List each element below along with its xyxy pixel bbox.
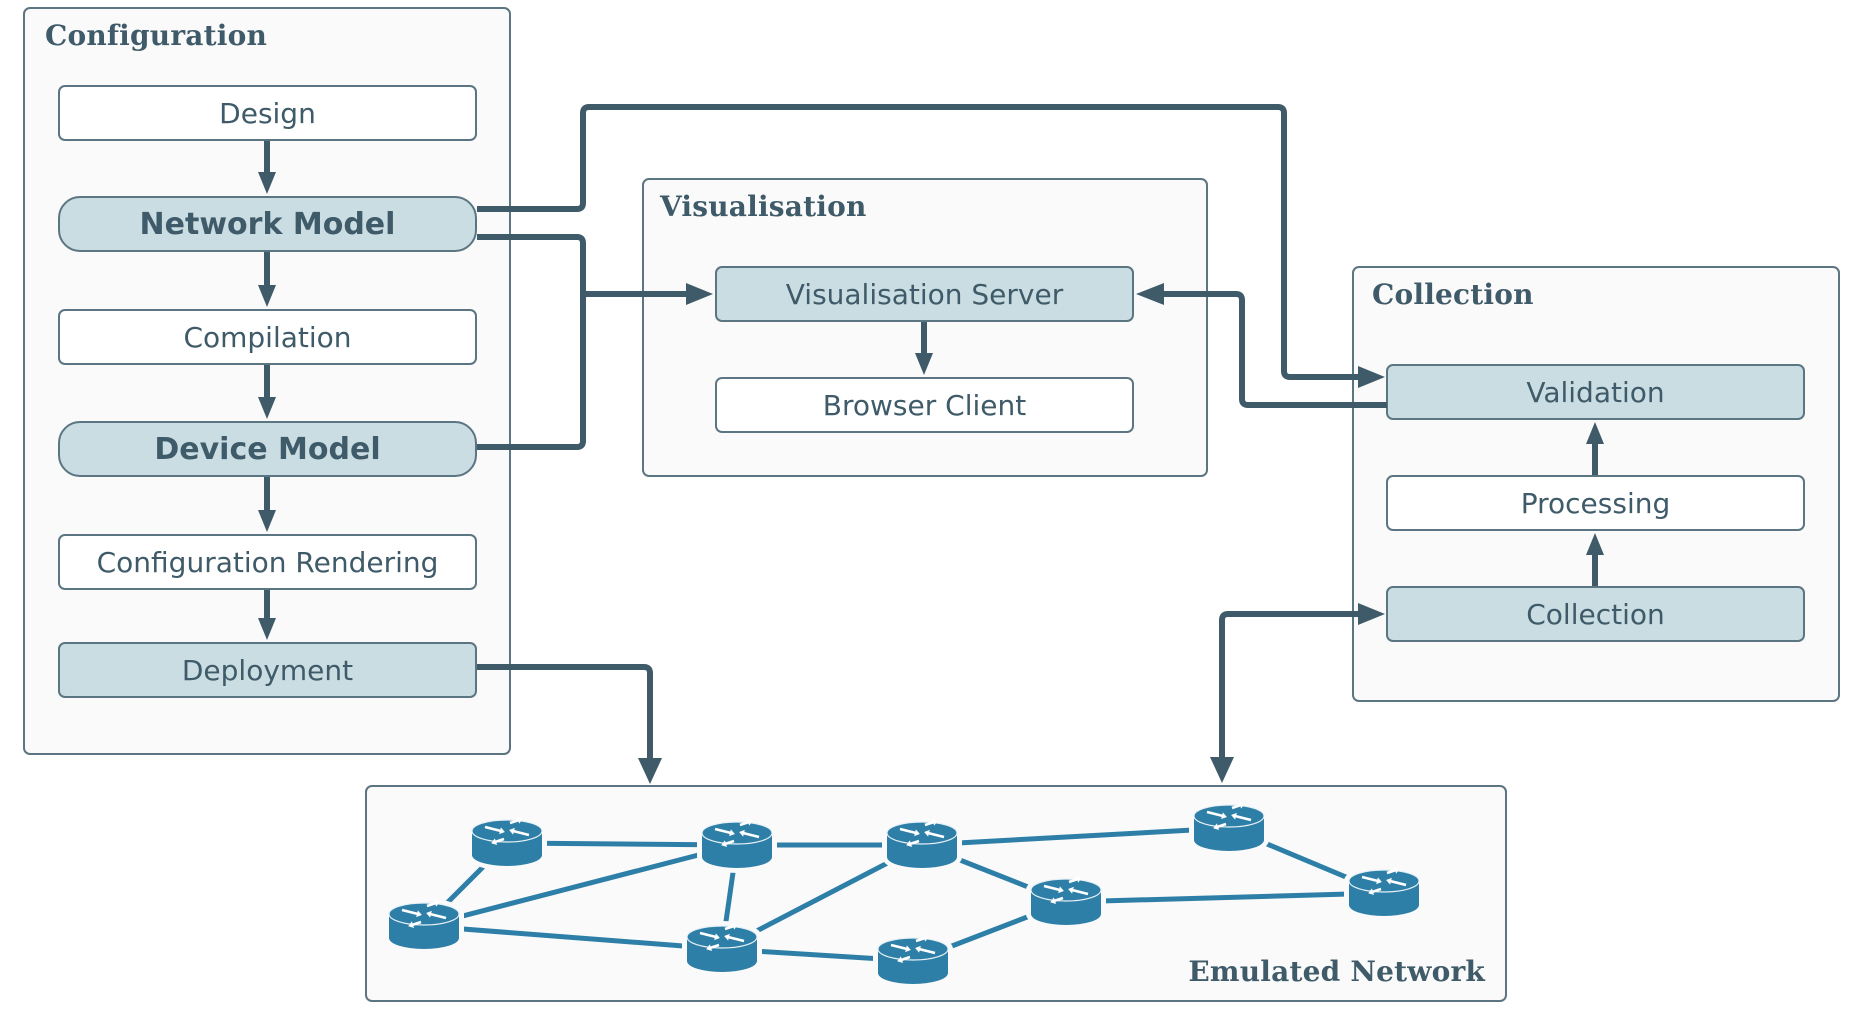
connector-network-collection (1219, 611, 1362, 760)
collection-node[interactable]: Collection (1386, 586, 1805, 642)
visualisation-title: Visualisation (660, 190, 867, 223)
configuration-title: Configuration (45, 19, 268, 52)
emulated-network-title: Emulated Network (1188, 955, 1485, 988)
network-model-node[interactable]: Network Model (58, 196, 477, 252)
processing-node[interactable]: Processing (1386, 475, 1805, 531)
validation-node[interactable]: Validation (1386, 364, 1805, 420)
device-model-node[interactable]: Device Model (58, 421, 477, 477)
arrowhead-icon (1210, 757, 1234, 783)
compilation-node[interactable]: Compilation (58, 309, 477, 365)
arrowhead-icon (638, 758, 662, 784)
configuration-rendering-node[interactable]: Configuration Rendering (58, 534, 477, 590)
emulated-network-group: Emulated Network (365, 785, 1507, 1002)
collection-title: Collection (1372, 278, 1534, 311)
browser-client-node[interactable]: Browser Client (715, 377, 1134, 433)
design-node[interactable]: Design (58, 85, 477, 141)
deployment-node[interactable]: Deployment (58, 642, 477, 698)
visualisation-server-node[interactable]: Visualisation Server (715, 266, 1134, 322)
